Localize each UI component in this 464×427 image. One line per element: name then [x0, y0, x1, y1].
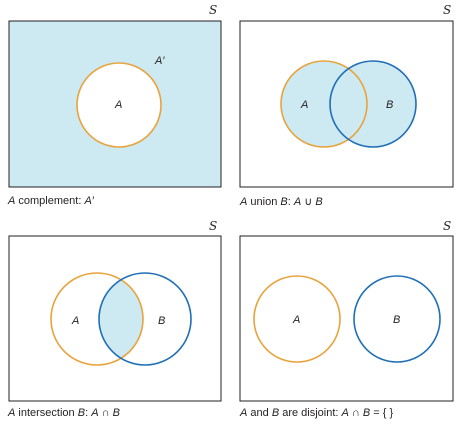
complement-label: A′ [154, 55, 165, 67]
caption-segment: ∩ [348, 407, 363, 419]
caption-segment: A′ [84, 195, 94, 207]
set-b-circle [353, 275, 441, 363]
caption-segment: and [247, 407, 272, 419]
set-a-circle [253, 275, 341, 363]
intersection-region [99, 273, 143, 365]
caption-segment: complement: [15, 195, 85, 207]
caption-segment: A [293, 196, 302, 208]
caption-intersection: A intersection B: A ∩ B [8, 407, 120, 419]
set-b-label: B [386, 99, 393, 111]
set-a-circle [76, 62, 162, 148]
universe-label-intersection: S [209, 219, 217, 233]
caption-disjoint: A and B are disjoint: A ∩ B = { } [240, 407, 393, 419]
caption-segment: B [112, 407, 120, 419]
universe-label-disjoint: S [443, 219, 451, 233]
set-a-label: A [114, 99, 122, 111]
set-a-label: A [292, 314, 300, 326]
set-a-label: A [300, 99, 308, 111]
caption-segment: A [8, 195, 16, 207]
caption-segment: B [280, 196, 288, 208]
caption-segment: B [77, 407, 86, 419]
set-a-outline [280, 60, 368, 148]
caption-segment: : [85, 407, 92, 419]
caption-segment: intersection [15, 407, 78, 419]
universe-label-complement: S [209, 3, 217, 17]
panel-disjoint: S A B [239, 219, 454, 402]
set-b-circle [98, 272, 192, 366]
caption-segment: union [247, 196, 281, 208]
set-b-label: B [393, 314, 400, 326]
universe-frame-disjoint [239, 235, 454, 402]
caption-segment: B [362, 407, 371, 419]
caption-segment: A [341, 407, 349, 419]
set-b-outline [329, 60, 417, 148]
caption-segment: A [8, 407, 16, 419]
set-a-label: A [71, 315, 79, 327]
universe-label-union: S [443, 3, 451, 17]
caption-segment: A [240, 196, 248, 208]
caption-segment: ∪ [301, 196, 316, 208]
caption-segment: B [315, 196, 323, 208]
set-b-label: B [158, 315, 165, 327]
caption-segment: : [287, 196, 294, 208]
panel-intersection: S A B [8, 219, 222, 402]
caption-segment: = { } [370, 407, 394, 419]
set-a-circle [50, 272, 144, 366]
caption-segment: A [240, 407, 248, 419]
caption-segment: B [271, 407, 280, 419]
caption-segment: are disjoint: [279, 407, 342, 419]
caption-segment: A [91, 407, 99, 419]
panel-union: S A B [239, 3, 454, 188]
set-b-circle [330, 61, 416, 147]
caption-complement: A complement: A′ [8, 195, 94, 207]
caption-union: A union B: A ∪ B [240, 195, 323, 208]
caption-segment: ∩ [98, 407, 113, 419]
panel-complement: S A A′ [8, 3, 222, 188]
